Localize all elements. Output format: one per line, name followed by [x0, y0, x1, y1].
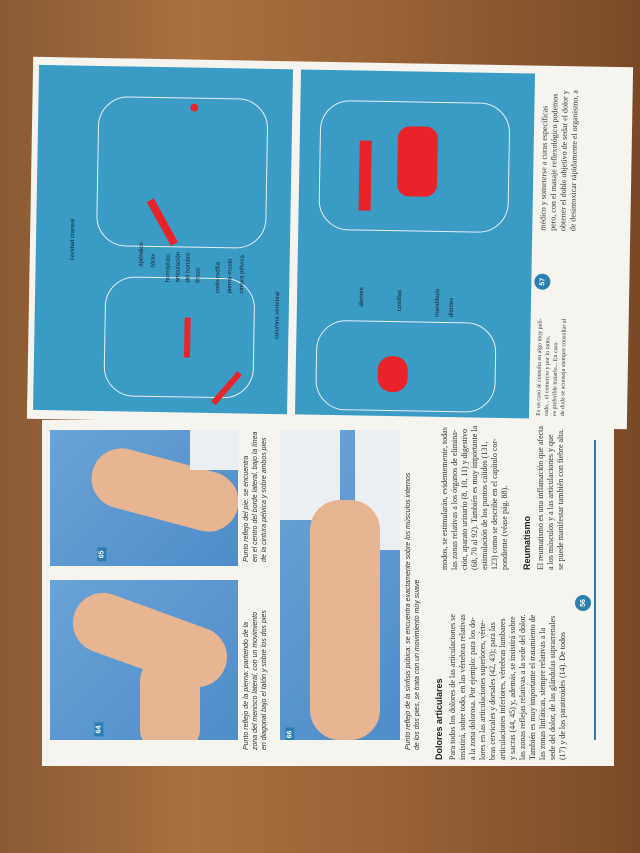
text-column-2: modos, se estimularán, evidentemente, to…	[440, 425, 509, 570]
reflex-zone	[358, 140, 372, 211]
section-reumatismo: Reumatismo El reumatismo es una inflamac…	[522, 426, 565, 570]
photo-64: 64	[50, 580, 238, 740]
label: dientes	[448, 297, 456, 318]
photo-number: 66	[285, 727, 295, 740]
label: homóplato	[165, 254, 172, 283]
section-dolores-articulares: Dolores articulares Para todos los dolor…	[434, 614, 567, 760]
label: mandíbula	[434, 288, 442, 317]
caption-66: Punto reflejo de la sínfisis púbica: se …	[405, 472, 421, 750]
accent-line	[594, 440, 596, 740]
caption-64: Punto reflejo de la pierna: partiendo de…	[243, 610, 268, 750]
text-column-lower: Es un caso se consulta en algo muy peli-…	[536, 318, 568, 417]
photo-number: 64	[94, 722, 104, 737]
section-heading: Reumatismo	[522, 515, 532, 570]
foot-outline	[95, 95, 269, 249]
label: codo-rodilla	[215, 261, 222, 294]
reflex-zone	[183, 317, 191, 358]
page-number: 56	[575, 595, 591, 611]
label: costillas	[396, 289, 404, 312]
label: articulación	[175, 251, 182, 283]
label: cavidad craneal	[69, 218, 77, 261]
page-number: 57	[534, 273, 551, 290]
reflex-zone	[377, 355, 409, 393]
photo-66: 66	[280, 430, 400, 740]
label: cintura pélvica	[239, 255, 246, 294]
photo-65: 65	[50, 430, 238, 566]
label: tórax	[150, 253, 157, 267]
reflex-diagram-feet-left: cavidad craneal apéndice tórax homóplato…	[33, 64, 294, 415]
label: brazo	[195, 267, 202, 283]
page-57: cavidad craneal apéndice tórax homóplato…	[26, 56, 634, 430]
label: dientes	[358, 287, 366, 307]
reflex-diagram-feet-right: dientes costillas mandíbula dientes	[295, 69, 535, 419]
label: pierna-muslo	[227, 258, 234, 294]
label: del hombro	[185, 252, 192, 283]
label: columna vertebral	[274, 291, 282, 340]
page-56: 65 64 66 Punto reflejo del pie: se encue…	[42, 420, 614, 766]
label: apéndice	[138, 242, 145, 267]
reflex-zone	[396, 126, 439, 197]
photo-number: 65	[97, 547, 107, 562]
section-heading: Dolores articulares	[434, 678, 444, 760]
